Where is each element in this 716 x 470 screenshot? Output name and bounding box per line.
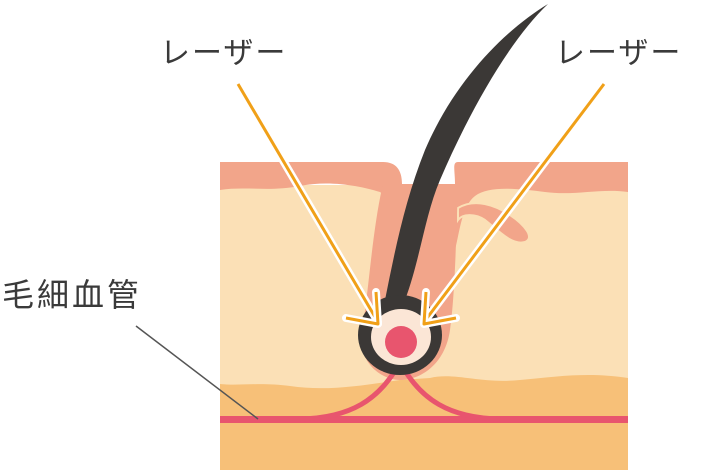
dermal-papilla [385,326,417,358]
laser-label-left: レーザー [160,36,288,71]
epidermis-left [220,162,402,230]
laser-label-right: レーザー [555,36,683,71]
capillary-leader-line [135,325,259,420]
skin-cross-section [220,162,628,470]
hair-shaft [385,4,548,300]
laser-left-arrowhead [345,291,380,326]
sebaceous-gland [457,202,530,244]
laser-left-beam [236,83,380,323]
capillary-vessel [220,416,628,423]
laser-right-arrowhead [422,291,457,326]
capillary-label: 毛細血管 [2,276,143,314]
epidermis-right [454,162,628,250]
laser-right-beam [422,83,606,323]
laser-arrows [234,80,608,328]
